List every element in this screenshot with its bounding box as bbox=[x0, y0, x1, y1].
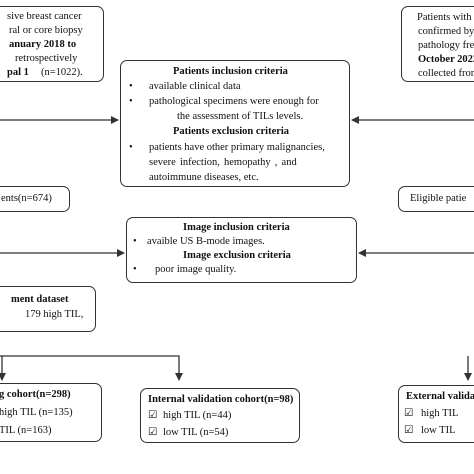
source-line-5: collected from bbox=[418, 68, 474, 79]
patient-inclusion-item: pathological specimens were enough for bbox=[149, 96, 319, 107]
source-line-4: October 2022 bbox=[418, 54, 474, 65]
source-line-3: pathology fre bbox=[418, 40, 474, 51]
internal-high-til: high TIL (n=44) bbox=[163, 410, 232, 421]
patient-inclusion-item: available clinical data bbox=[149, 81, 241, 92]
patient-inclusion-item-continued: the assessment of TILs levels. bbox=[177, 111, 304, 122]
eligible-patients-right-box: Eligible patie bbox=[398, 186, 474, 212]
source-line-2: confirmed by s bbox=[418, 26, 474, 37]
eligible-patients-left-label: ents(n=674) bbox=[1, 193, 52, 204]
internal-low-til: low TIL (n=54) bbox=[163, 427, 229, 438]
source-line-5-count: (n=1022). bbox=[41, 67, 83, 78]
source-line-2: ral or core biopsy bbox=[9, 25, 83, 36]
training-cohort-box: g cohort(n=298) high TIL (n=135) TIL (n=… bbox=[0, 383, 102, 442]
patient-exclusion-item: autoimmune diseases, etc. bbox=[149, 172, 259, 183]
checkbox-icon: ☑ bbox=[404, 408, 414, 419]
internal-validation-title: Internal validation cohort(n=98) bbox=[148, 394, 294, 405]
split-line bbox=[0, 355, 183, 381]
source-line-5-bold: pal 1 bbox=[7, 67, 29, 78]
external-validation-title: External valida bbox=[406, 391, 474, 402]
development-dataset-title: ment dataset bbox=[11, 294, 69, 305]
external-validation-box: External valida ☑ high TIL ☑ low TIL bbox=[398, 385, 474, 443]
source-line-1: Patients with bbox=[417, 12, 472, 23]
source-line-1: sive breast cancer bbox=[7, 11, 82, 22]
source-box-hospital-1: sive breast cancer ral or core biopsy an… bbox=[0, 6, 104, 82]
image-inclusion-title: Image inclusion criteria bbox=[183, 222, 290, 233]
training-cohort-title: g cohort(n=298) bbox=[0, 389, 71, 400]
bullet: • bbox=[129, 96, 133, 107]
development-dataset-counts: 179 high TIL, bbox=[25, 309, 84, 320]
training-high-til: high TIL (n=135) bbox=[0, 407, 73, 418]
image-inclusion-item: avaible US B-mode images. bbox=[147, 236, 265, 247]
source-line-4: retrospectively bbox=[15, 53, 78, 64]
patient-criteria-box: Patients inclusion criteria • available … bbox=[120, 60, 350, 187]
bullet: • bbox=[129, 142, 133, 153]
source-box-hospital-2: Patients with confirmed by s pathology f… bbox=[401, 6, 474, 82]
external-low-til: low TIL bbox=[421, 425, 456, 436]
patient-inclusion-title: Patients inclusion criteria bbox=[173, 66, 288, 77]
checkbox-icon: ☑ bbox=[148, 427, 158, 438]
development-dataset-box: ment dataset 179 high TIL, bbox=[0, 286, 96, 332]
bullet: • bbox=[133, 236, 137, 247]
bullet: • bbox=[133, 264, 137, 275]
bullet: • bbox=[129, 81, 133, 92]
patient-exclusion-title: Patients exclusion criteria bbox=[173, 126, 290, 137]
patient-exclusion-item: patients have other primary malignancies… bbox=[149, 142, 325, 153]
external-high-til: high TIL bbox=[421, 408, 459, 419]
training-low-til: TIL (n=163) bbox=[0, 425, 52, 436]
eligible-patients-left-box: ents(n=674) bbox=[0, 186, 70, 212]
internal-validation-box: Internal validation cohort(n=98) ☑ high … bbox=[140, 388, 300, 443]
image-exclusion-item: poor image quality. bbox=[155, 264, 237, 275]
checkbox-icon: ☑ bbox=[404, 425, 414, 436]
image-criteria-box: Image inclusion criteria • avaible US B-… bbox=[126, 217, 357, 283]
checkbox-icon: ☑ bbox=[148, 410, 158, 421]
patient-exclusion-item: severe infection, hemopathy , and bbox=[149, 157, 297, 168]
source-line-3: anuary 2018 to bbox=[9, 39, 77, 50]
eligible-patients-right-label: Eligible patie bbox=[410, 193, 467, 204]
image-exclusion-title: Image exclusion criteria bbox=[183, 250, 291, 261]
